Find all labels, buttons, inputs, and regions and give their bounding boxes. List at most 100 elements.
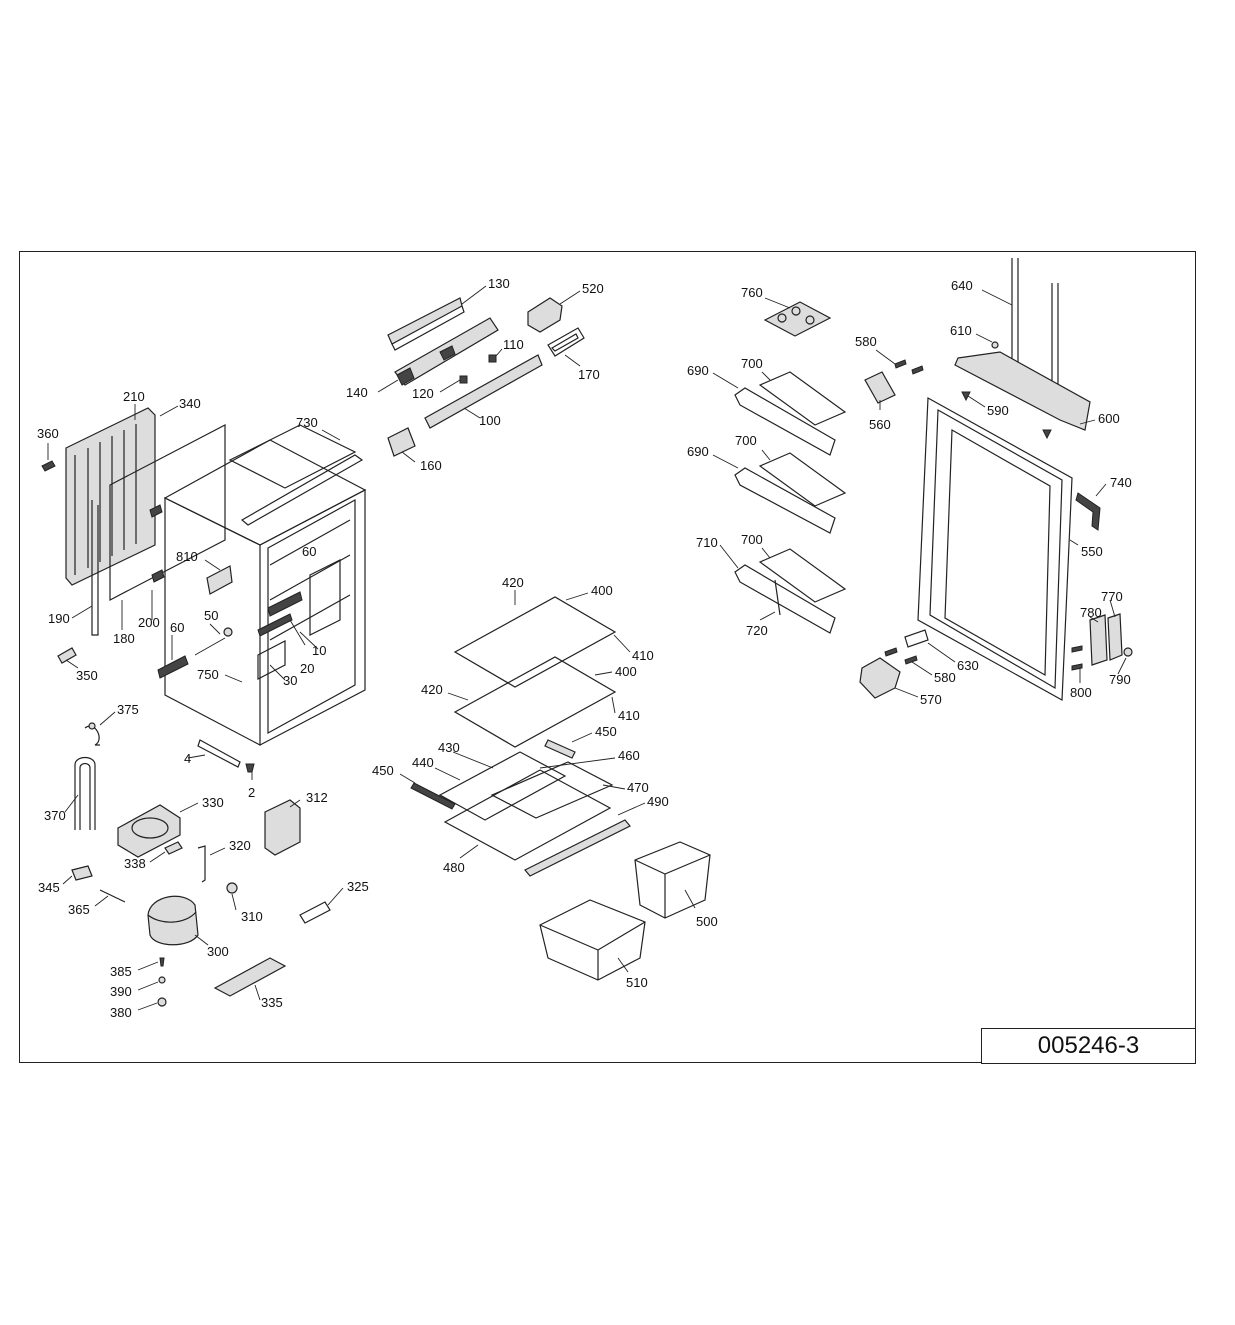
callout-700-lower: 700 — [741, 532, 763, 547]
callout-190: 190 — [48, 611, 70, 626]
callout-350: 350 — [76, 668, 98, 683]
callout-600: 600 — [1098, 411, 1120, 426]
callout-430: 430 — [438, 740, 460, 755]
callout-325: 325 — [347, 879, 369, 894]
callout-340: 340 — [179, 396, 201, 411]
part-300-compressor — [147, 895, 199, 946]
callout-335: 335 — [261, 995, 283, 1010]
part-610-600 — [954, 341, 1091, 431]
callout-480: 480 — [443, 860, 465, 875]
callout-320: 320 — [229, 838, 251, 853]
callout-550: 550 — [1081, 544, 1103, 559]
door-shelf-690-700-top — [734, 371, 847, 456]
part-450-support — [410, 739, 576, 810]
part-338 — [164, 841, 183, 855]
part-100 — [424, 354, 543, 429]
callout-20: 20 — [300, 661, 314, 676]
callout-560: 560 — [869, 417, 891, 432]
part-345 — [71, 865, 93, 881]
part-340 — [109, 424, 226, 601]
part-490 — [524, 819, 631, 877]
part-770-780-790-800 — [1071, 613, 1133, 671]
part-580-560-hinge — [864, 359, 924, 404]
part-335 — [213, 957, 287, 997]
callout-500: 500 — [696, 914, 718, 929]
callout-360: 360 — [37, 426, 59, 441]
callout-375: 375 — [117, 702, 139, 717]
part-370 — [74, 756, 96, 830]
callout-580-lower: 580 — [934, 670, 956, 685]
callout-780: 780 — [1080, 605, 1102, 620]
callout-50: 50 — [204, 608, 218, 623]
callout-385: 385 — [110, 964, 132, 979]
shelf-upper — [453, 596, 617, 688]
callout-790: 790 — [1109, 672, 1131, 687]
part-365 — [99, 889, 126, 903]
part-60-50 — [157, 627, 233, 679]
callout-710: 710 — [696, 535, 718, 550]
part-430-440 — [438, 751, 567, 821]
callout-760: 760 — [741, 285, 763, 300]
callout-180: 180 — [113, 631, 135, 646]
callout-750: 750 — [197, 667, 219, 682]
callout-10: 10 — [312, 643, 326, 658]
callout-420-lower: 420 — [421, 682, 443, 697]
part-350 — [57, 647, 77, 664]
callout-210: 210 — [123, 389, 145, 404]
door-shelf-710-700-720 — [734, 548, 847, 634]
callout-130: 130 — [488, 276, 510, 291]
callout-420-upper: 420 — [502, 575, 524, 590]
callout-380: 380 — [110, 1005, 132, 1020]
callout-490: 490 — [647, 794, 669, 809]
callout-labels: 130 520 110 140 120 170 100 160 210 340 … — [37, 276, 1132, 1020]
callout-700-middle: 700 — [735, 433, 757, 448]
part-730 — [240, 454, 364, 526]
callout-720: 720 — [746, 623, 768, 638]
part-312 — [264, 799, 301, 856]
callout-300: 300 — [207, 944, 229, 959]
shelf-middle — [453, 656, 617, 748]
cabinet-body — [163, 424, 367, 746]
part-330 — [117, 804, 181, 858]
part-510-crisper — [539, 899, 646, 981]
callout-60-lower: 60 — [170, 620, 184, 635]
callout-310: 310 — [241, 909, 263, 924]
callout-400-upper: 400 — [591, 583, 613, 598]
callout-520: 520 — [582, 281, 604, 296]
callout-450-left: 450 — [372, 763, 394, 778]
callout-370: 370 — [44, 808, 66, 823]
diagram-frame — [19, 251, 1196, 1063]
part-375 — [84, 722, 100, 746]
part-385-390-380 — [157, 957, 167, 1007]
callout-312: 312 — [306, 790, 328, 805]
callout-800: 800 — [1070, 685, 1092, 700]
callout-2: 2 — [248, 785, 255, 800]
part-500-crisper — [634, 841, 711, 919]
callout-410-upper: 410 — [632, 648, 654, 663]
callout-390: 390 — [110, 984, 132, 999]
callout-470: 470 — [627, 780, 649, 795]
part-740 — [1075, 492, 1101, 531]
callout-100: 100 — [479, 413, 501, 428]
part-325 — [299, 901, 331, 924]
part-140 — [394, 317, 499, 386]
callout-730: 730 — [296, 415, 318, 430]
part-160 — [387, 427, 416, 457]
drawing-number-box: 005246-3 — [981, 1028, 1196, 1064]
part-130 — [387, 297, 465, 351]
part-810 — [206, 565, 233, 595]
callout-160: 160 — [420, 458, 442, 473]
part-460-470 — [490, 761, 614, 819]
callout-690-middle: 690 — [687, 444, 709, 459]
part-310 — [226, 882, 238, 894]
callout-640: 640 — [951, 278, 973, 293]
callout-610: 610 — [950, 323, 972, 338]
callout-170: 170 — [578, 367, 600, 382]
callout-410-lower: 410 — [618, 708, 640, 723]
callout-770: 770 — [1101, 589, 1123, 604]
callout-338: 338 — [124, 856, 146, 871]
callout-200: 200 — [138, 615, 160, 630]
part-520 — [527, 297, 563, 333]
callout-30: 30 — [283, 673, 297, 688]
part-200 — [149, 504, 165, 583]
